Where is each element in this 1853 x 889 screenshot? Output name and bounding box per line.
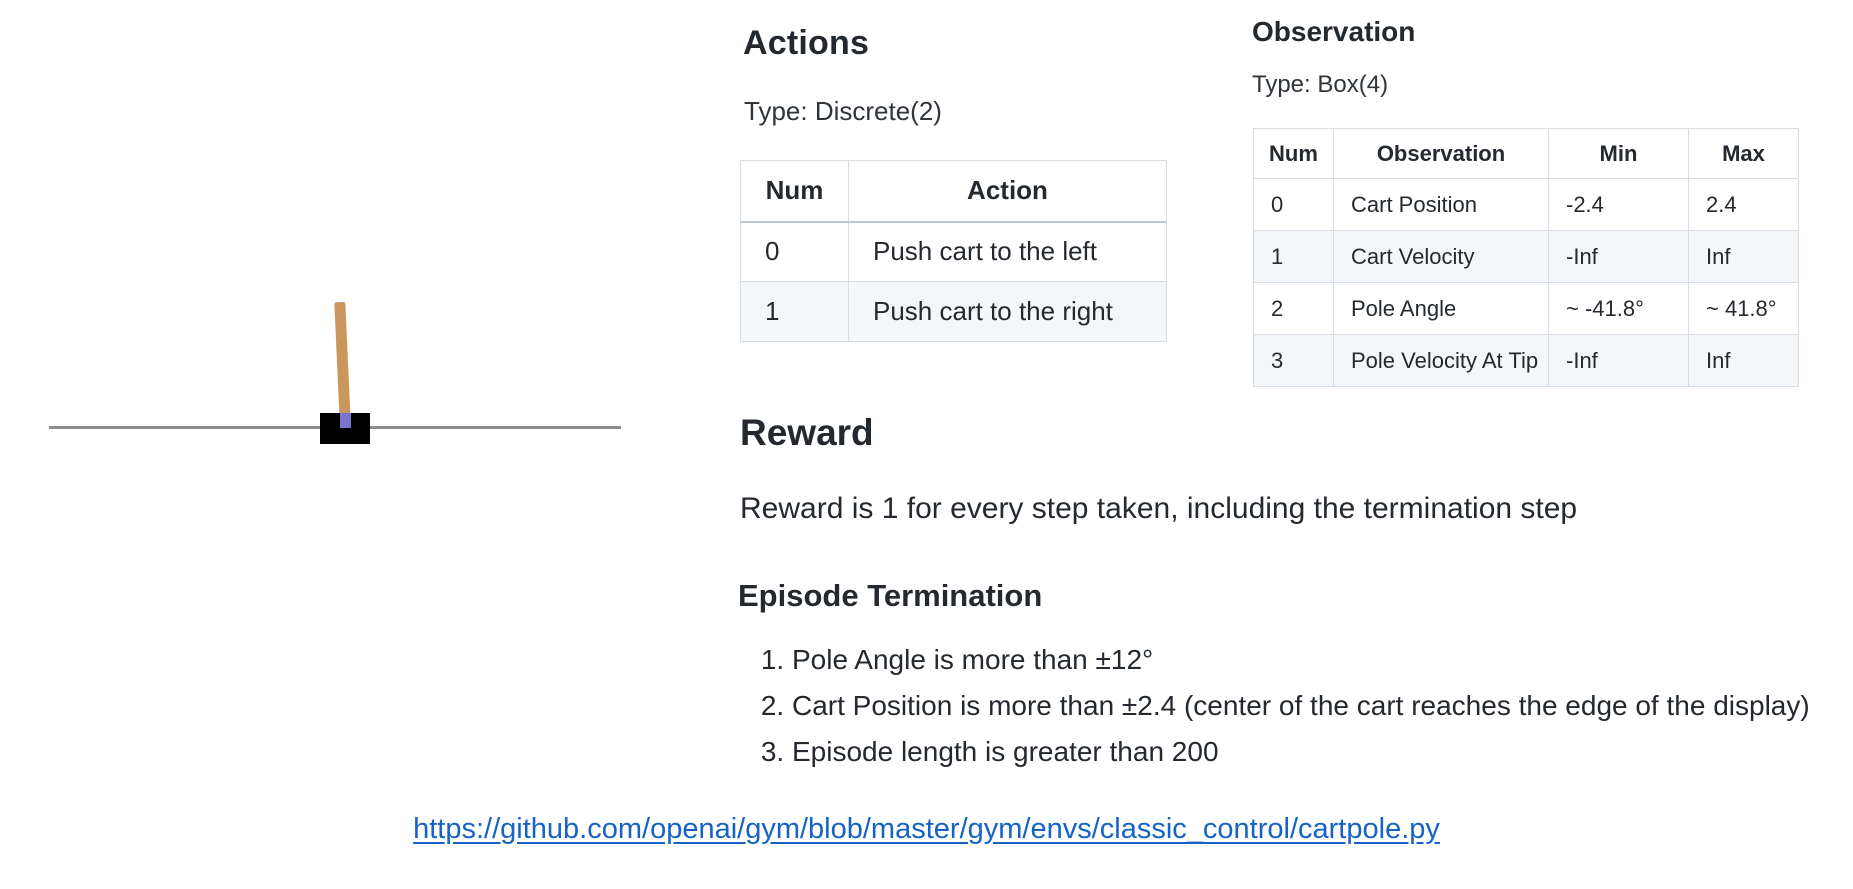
- obs-cell-name: Pole Angle: [1333, 282, 1549, 335]
- obs-cell-max: ~ 41.8°: [1688, 282, 1799, 335]
- cartpole-pole: [334, 301, 351, 429]
- observation-row-2: 2 Pole Angle ~ -41.8° ~ 41.8°: [1253, 282, 1799, 335]
- obs-cell-name: Cart Position: [1333, 178, 1549, 231]
- observation-type-line: Type: Box(4): [1252, 71, 1389, 98]
- obs-cell-max: Inf: [1688, 334, 1799, 387]
- observation-heading: Observation: [1252, 16, 1416, 47]
- actions-row-1: 1 Push cart to the right: [740, 281, 1167, 342]
- termination-item: Pole Angle is more than ±12°: [792, 645, 1850, 675]
- episode-termination-heading: Episode Termination: [738, 578, 1043, 613]
- actions-cell-action: Push cart to the right: [848, 281, 1167, 342]
- episode-termination-list: Pole Angle is more than ±12° Cart Positi…: [740, 645, 1850, 783]
- cartpole-source-link[interactable]: https://github.com/openai/gym/blob/maste…: [413, 813, 1440, 845]
- actions-header-num: Num: [740, 160, 849, 223]
- reward-text: Reward is 1 for every step taken, includ…: [740, 492, 1578, 525]
- obs-cell-num: 0: [1253, 178, 1334, 231]
- obs-cell-min: -2.4: [1548, 178, 1689, 231]
- observation-row-0: 0 Cart Position -2.4 2.4: [1253, 178, 1799, 231]
- termination-item: Episode length is greater than 200: [792, 737, 1850, 767]
- observation-table: Num Observation Min Max 0 Cart Position …: [1253, 128, 1799, 387]
- obs-cell-min: -Inf: [1548, 334, 1689, 387]
- actions-table: Num Action 0 Push cart to the left 1 Pus…: [740, 160, 1167, 342]
- obs-cell-min: ~ -41.8°: [1548, 282, 1689, 335]
- obs-cell-num: 1: [1253, 230, 1334, 283]
- actions-type-line: Type: Discrete(2): [744, 96, 942, 126]
- termination-item: Cart Position is more than ±2.4 (center …: [792, 691, 1850, 721]
- actions-heading: Actions: [743, 24, 870, 62]
- actions-header-action: Action: [848, 160, 1167, 223]
- observation-header-min: Min: [1548, 128, 1689, 179]
- obs-cell-max: 2.4: [1688, 178, 1799, 231]
- observation-header-max: Max: [1688, 128, 1799, 179]
- obs-cell-min: -Inf: [1548, 230, 1689, 283]
- obs-cell-max: Inf: [1688, 230, 1799, 283]
- obs-cell-num: 3: [1253, 334, 1334, 387]
- observation-row-3: 3 Pole Velocity At Tip -Inf Inf: [1253, 334, 1799, 387]
- reward-heading: Reward: [740, 412, 874, 453]
- cartpole-figure: [0, 0, 700, 500]
- actions-row-0: 0 Push cart to the left: [740, 221, 1167, 282]
- observation-table-header-row: Num Observation Min Max: [1253, 128, 1799, 179]
- actions-table-header-row: Num Action: [740, 160, 1167, 223]
- obs-cell-num: 2: [1253, 282, 1334, 335]
- obs-cell-name: Cart Velocity: [1333, 230, 1549, 283]
- actions-cell-action: Push cart to the left: [848, 221, 1167, 282]
- cartpole-axle: [340, 413, 351, 428]
- observation-header-num: Num: [1253, 128, 1334, 179]
- observation-row-1: 1 Cart Velocity -Inf Inf: [1253, 230, 1799, 283]
- actions-cell-num: 0: [740, 221, 849, 282]
- observation-header-observation: Observation: [1333, 128, 1549, 179]
- actions-cell-num: 1: [740, 281, 849, 342]
- obs-cell-name: Pole Velocity At Tip: [1333, 334, 1549, 387]
